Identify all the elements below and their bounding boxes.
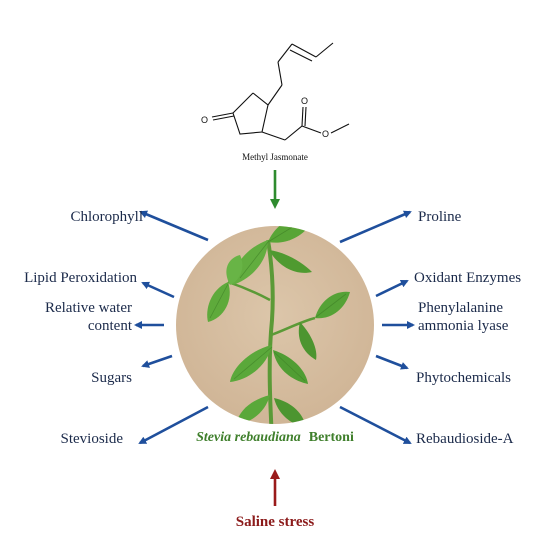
relative-water-content-label-line: Relative water <box>45 300 132 316</box>
phytochemicals-label-line: Phytochemicals <box>416 370 511 386</box>
phenylalanine-ammonia-lyase-label-line: Phenylalanine <box>418 300 503 316</box>
rebaudioside-a-arrow <box>339 405 412 445</box>
rebaudioside-a-label: Rebaudioside-A <box>416 431 514 447</box>
ester-oxygen-label: O <box>322 129 329 139</box>
ketone-oxygen-label: O <box>201 115 208 125</box>
molecule-caption: Methyl Jasmonate <box>242 152 308 162</box>
lipid-peroxidation-label-line: Lipid Peroxidation <box>24 270 137 286</box>
stevia-plant-illustration <box>207 226 350 424</box>
relative-water-content-label: Relative water content <box>45 300 133 334</box>
chlorophyll-label-line: Chlorophyll <box>70 209 143 225</box>
sugars-label-line: Sugars <box>91 370 132 386</box>
proline-label-line: Proline <box>418 209 462 225</box>
methyl-jasmonate-structure <box>211 42 350 141</box>
oxidant-enzymes-arrow <box>375 279 409 298</box>
ester-carbonyl-oxygen-label: O <box>301 96 308 106</box>
phytochemicals-label: Phytochemicals <box>416 370 511 386</box>
lipid-peroxidation-label: Lipid Peroxidation <box>24 270 137 286</box>
stress-label: Saline stress <box>236 514 315 530</box>
proline-arrow <box>339 210 412 244</box>
stevioside-label-line: Stevioside <box>61 431 124 447</box>
plant-species-label: Stevia rebaudiana Bertoni <box>196 428 354 445</box>
cyclopentane-ring <box>232 92 269 135</box>
stevioside-arrow <box>138 405 209 445</box>
proline-label: Proline <box>418 209 462 225</box>
species-name: Stevia rebaudiana <box>196 430 301 445</box>
chlorophyll-label: Chlorophyll <box>70 209 143 225</box>
sugars-label: Sugars <box>91 370 132 386</box>
plant-circle <box>176 226 374 424</box>
sugars-arrow <box>141 354 173 368</box>
relative-water-content-label-line: content <box>88 318 133 334</box>
chlorophyll-arrow <box>139 210 209 242</box>
oxidant-enzymes-label-line: Oxidant Enzymes <box>414 270 521 286</box>
phenylalanine-ammonia-lyase-label-line: ammonia lyase <box>418 318 509 334</box>
oxidant-enzymes-label: Oxidant Enzymes <box>414 270 521 286</box>
stevioside-label: Stevioside <box>61 431 124 447</box>
phytochemicals-arrow <box>375 354 409 370</box>
lipid-peroxidation-arrow <box>141 281 175 299</box>
rebaudioside-a-label-line: Rebaudioside-A <box>416 431 514 447</box>
phenylalanine-ammonia-lyase-label: Phenylalanine ammonia lyase <box>418 300 509 334</box>
species-authority: Bertoni <box>309 430 354 445</box>
